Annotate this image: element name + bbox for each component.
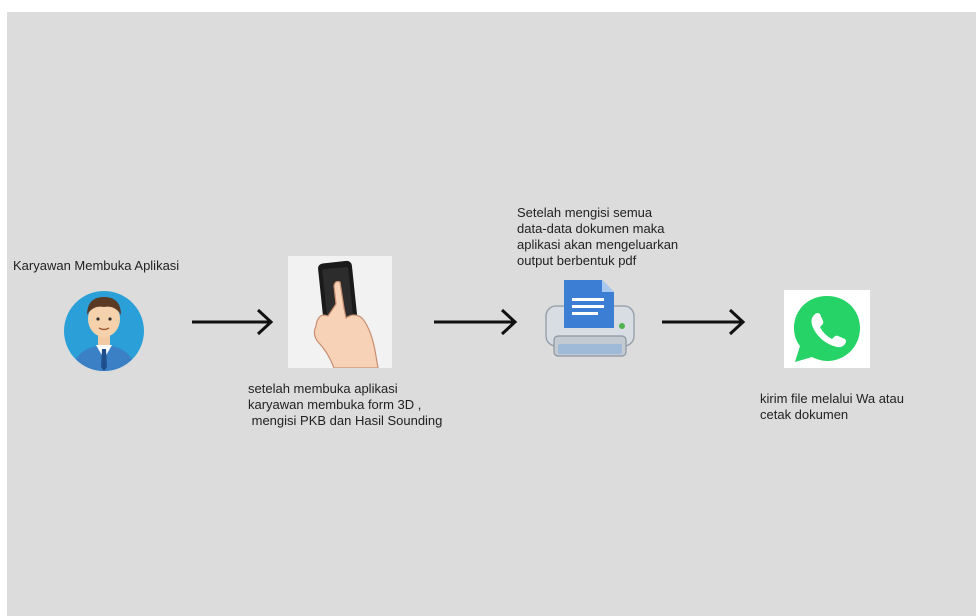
employee-avatar-icon <box>64 291 144 371</box>
step-1-label: Karyawan Membuka Aplikasi <box>13 258 180 273</box>
arrow-2 <box>434 308 518 336</box>
whatsapp-icon <box>784 290 870 368</box>
step-3-label: Setelah mengisi semua data-data dokumen … <box>517 205 679 268</box>
printer-icon <box>545 280 635 357</box>
step-4-label: kirim file melalui Wa atau cetak dokumen <box>760 391 905 422</box>
smartphone-in-hand-icon <box>288 256 392 368</box>
step-2-label: setelah membuka aplikasi karyawan membuk… <box>248 381 443 428</box>
arrow-3 <box>662 308 746 336</box>
arrow-1 <box>192 308 274 336</box>
